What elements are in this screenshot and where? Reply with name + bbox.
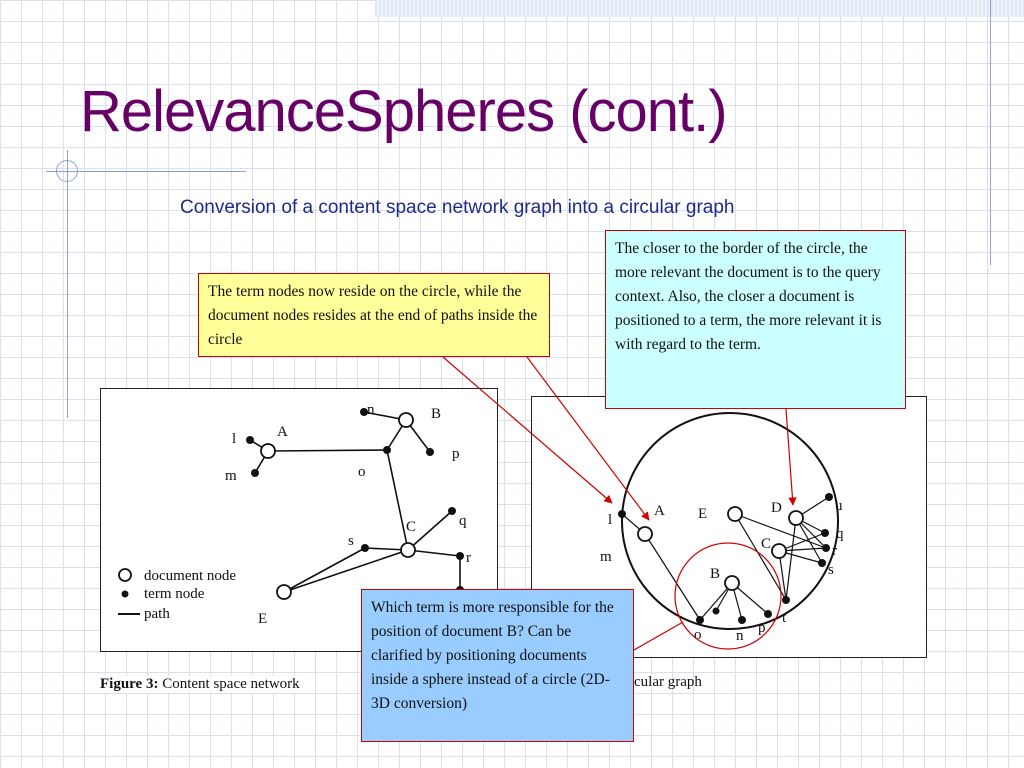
right-term-node-s — [818, 559, 826, 567]
term-node-r — [456, 552, 464, 560]
right-graph-edges — [621, 496, 830, 621]
right-term-node-t — [782, 596, 790, 604]
right-label-q: q — [836, 526, 844, 542]
right-term-node-q — [821, 529, 829, 537]
right-document-node-B — [724, 575, 740, 591]
left-graph-labels: l A m n B o p C q s r E — [225, 402, 471, 627]
left-graph-legend: document node term node path — [118, 568, 236, 622]
figure-3-caption: Figure 3: Content space network — [100, 676, 300, 693]
document-node-C — [400, 542, 416, 558]
figure-3-caption-label: Figure 3: — [100, 676, 159, 692]
right-graph-term-nodes — [618, 493, 833, 624]
top-decoration-band — [375, 0, 1024, 17]
right-graph-labels: l m A E D C B u q r s t o n p — [600, 498, 844, 644]
right-term-node-p — [764, 610, 772, 618]
right-label-u: u — [835, 498, 843, 514]
right-label-A: A — [654, 503, 665, 519]
term-node-p — [426, 448, 434, 456]
left-label-m: m — [225, 468, 237, 484]
document-node-E — [276, 584, 292, 600]
right-label-C: C — [761, 536, 771, 552]
right-document-node-C — [771, 543, 787, 559]
relevance-circle — [621, 412, 839, 630]
callout-which-term: Which term is more responsible for the p… — [361, 589, 634, 742]
term-node-l — [246, 436, 254, 444]
circular-graph-caption: cular graph — [634, 674, 702, 690]
right-term-node-r — [822, 544, 830, 552]
legend-path: path — [144, 606, 170, 622]
callout-arrows — [442, 356, 797, 651]
right-term-node-o — [696, 616, 704, 624]
left-label-r: r — [466, 550, 471, 566]
legend-document-node: document node — [144, 568, 236, 584]
legend-term-node-symbol — [121, 590, 129, 598]
left-label-l: l — [232, 431, 236, 447]
left-label-B: B — [431, 406, 441, 422]
right-document-node-E — [727, 506, 743, 522]
slide-subtitle: Conversion of a content space network gr… — [180, 197, 735, 218]
right-label-D: D — [771, 500, 782, 516]
highlight-circle-b — [674, 542, 782, 650]
right-label-t: t — [782, 610, 787, 626]
figure-3-caption-text: Content space network — [162, 676, 300, 692]
right-term-node-n — [738, 616, 746, 624]
left-label-C: C — [406, 519, 416, 535]
decoration-circle — [56, 160, 78, 182]
callout-term-nodes: The term nodes now reside on the circle,… — [198, 273, 550, 357]
legend-term-node: term node — [144, 586, 205, 602]
arrow-to-term-l — [442, 356, 613, 504]
right-label-l: l — [608, 512, 612, 528]
left-graph-edges — [249, 411, 461, 593]
right-label-E: E — [698, 506, 707, 522]
term-node-s — [361, 544, 369, 552]
right-document-node-A — [637, 526, 653, 542]
left-label-s: s — [348, 533, 354, 549]
term-node-q — [448, 507, 456, 515]
decoration-line-vertical-left — [67, 150, 68, 418]
right-label-o: o — [694, 627, 702, 643]
right-label-m: m — [600, 549, 612, 565]
arrow-to-document-a — [526, 356, 650, 521]
right-label-s: s — [828, 562, 834, 578]
document-node-A — [260, 443, 276, 459]
legend-document-node-symbol — [118, 568, 132, 582]
left-label-o: o — [358, 464, 366, 480]
arrow-to-document-d — [785, 408, 797, 506]
right-graph-document-nodes — [637, 506, 804, 591]
term-node-m — [251, 469, 259, 477]
right-label-n: n — [736, 628, 744, 644]
left-label-n: n — [367, 402, 375, 418]
right-term-node-u — [825, 493, 833, 501]
left-graph-document-nodes — [260, 412, 416, 600]
right-term-node-inner — [712, 607, 720, 615]
connector-to-highlight — [633, 621, 684, 651]
right-label-p: p — [758, 620, 766, 636]
right-label-B: B — [710, 566, 720, 582]
left-label-E: E — [258, 611, 267, 627]
left-label-q: q — [459, 513, 467, 529]
right-label-r: r — [832, 543, 837, 559]
right-term-node-l — [618, 510, 626, 518]
document-node-B — [398, 412, 414, 428]
slide-title: RelevanceSpheres (cont.) — [80, 79, 728, 144]
left-label-A: A — [277, 424, 288, 440]
decoration-line-vertical-right — [990, 0, 991, 265]
left-label-p: p — [452, 446, 460, 462]
decoration-line-horizontal — [46, 171, 246, 172]
term-node-n — [360, 408, 368, 416]
right-document-node-D — [788, 510, 804, 526]
term-node-o — [383, 446, 391, 454]
callout-closer-border: The closer to the border of the circle, … — [605, 230, 906, 409]
